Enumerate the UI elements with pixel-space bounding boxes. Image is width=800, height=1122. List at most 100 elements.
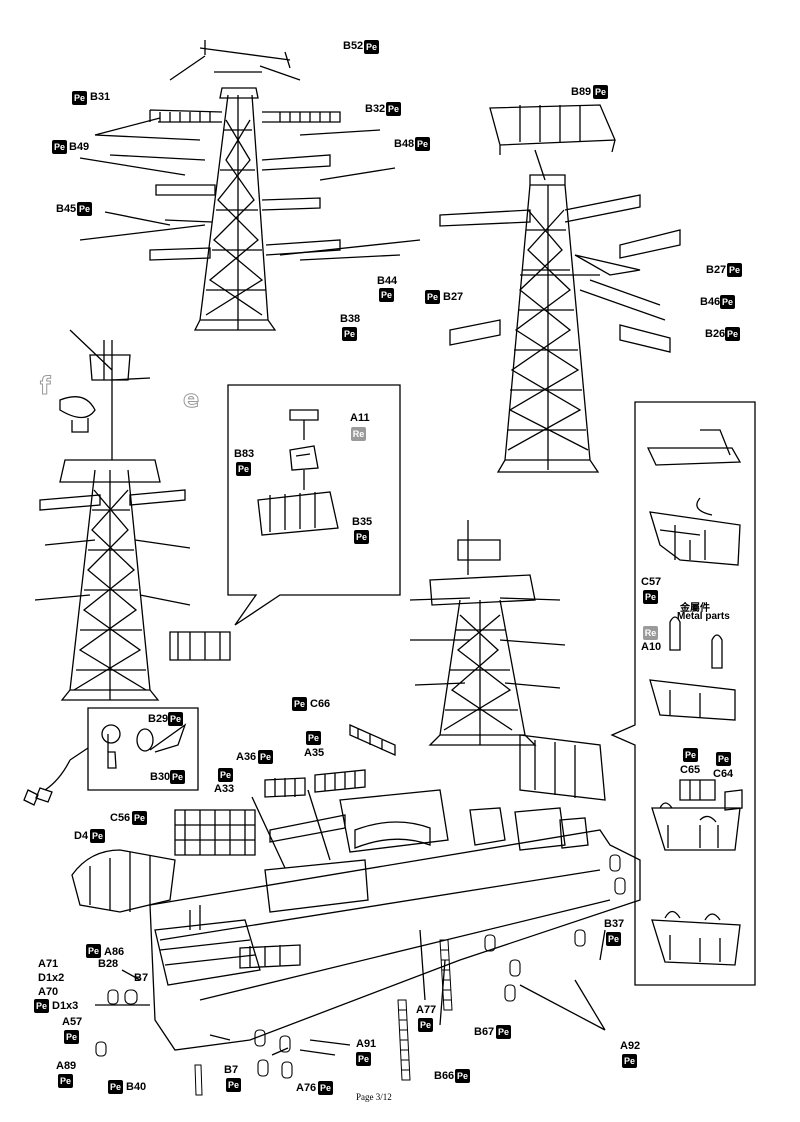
badge-pe: Pe <box>64 1030 79 1044</box>
badge-pe: Pe <box>318 1081 333 1095</box>
callout-bubble-1-drawing <box>227 384 401 626</box>
inset-b29-drawing <box>23 707 199 806</box>
label-C66: C66 <box>310 698 331 710</box>
label-A70: A70 <box>38 986 59 998</box>
marker-f: f <box>39 372 51 401</box>
label-A57: A57 <box>62 1016 83 1028</box>
label-B45: B45 <box>56 203 77 215</box>
label-A89: A89 <box>56 1060 77 1072</box>
badge-pe: Pe <box>258 750 273 764</box>
badge-pe: Pe <box>354 530 369 544</box>
badge-pe: Pe <box>170 770 185 784</box>
badge-re: Re <box>351 427 366 441</box>
badge-pe: Pe <box>58 1074 73 1088</box>
label-A36: A36 <box>236 751 257 763</box>
label-B28: B28 <box>98 958 119 970</box>
badge-pe: Pe <box>716 752 731 766</box>
label-B67: B67 <box>474 1026 495 1038</box>
label-A77: A77 <box>416 1004 437 1016</box>
badge-pe: Pe <box>356 1052 371 1066</box>
ladder-strips <box>194 939 453 1096</box>
label-A35: A35 <box>304 747 325 759</box>
label-B37: B37 <box>604 918 625 930</box>
rings <box>95 854 626 1079</box>
badge-pe: Pe <box>720 295 735 309</box>
badge-pe: Pe <box>306 731 321 745</box>
label-B30: B30 <box>150 771 171 783</box>
badge-pe: Pe <box>292 697 307 711</box>
badge-pe: Pe <box>86 944 101 958</box>
badge-pe: Pe <box>496 1025 511 1039</box>
badge-pe: Pe <box>90 829 105 843</box>
badge-pe: Pe <box>52 140 67 154</box>
mast-1-drawing <box>79 40 421 331</box>
mast-3-drawing <box>34 329 231 701</box>
badge-pe: Pe <box>622 1054 637 1068</box>
badge-pe: Pe <box>77 202 92 216</box>
badge-pe: Pe <box>108 1080 123 1094</box>
badge-pe: Pe <box>606 932 621 946</box>
badge-pe: Pe <box>168 712 183 726</box>
label-B66: B66 <box>434 1070 455 1082</box>
label-A10: A10 <box>641 641 662 653</box>
badge-pe: Pe <box>415 137 430 151</box>
label-C57: C57 <box>641 576 662 588</box>
label-B29: B29 <box>148 713 169 725</box>
badge-pe: Pe <box>236 462 251 476</box>
label-D4: D4 <box>74 830 89 842</box>
label-B26: B26 <box>705 328 726 340</box>
mast-2-drawing <box>439 104 681 473</box>
label-B40: B40 <box>126 1081 147 1093</box>
label-B52: B52 <box>343 40 364 52</box>
badge-pe: Pe <box>218 768 233 782</box>
label-A92: A92 <box>620 1040 641 1052</box>
label-A71: A71 <box>38 958 59 970</box>
label-C65: C65 <box>680 764 701 776</box>
label-D1x3: D1x3 <box>52 1000 79 1012</box>
label-A33: A33 <box>214 783 235 795</box>
label-B7: B7 <box>134 972 149 984</box>
badge-pe: Pe <box>593 85 608 99</box>
badge-pe: Pe <box>342 327 357 341</box>
label-A11: A11 <box>350 412 370 424</box>
badge-pe: Pe <box>455 1069 470 1083</box>
badge-pe: Pe <box>727 263 742 277</box>
label-A76: A76 <box>296 1082 317 1094</box>
badge-pe: Pe <box>226 1078 241 1092</box>
label-C56: C56 <box>110 812 131 824</box>
label-B89: B89 <box>571 86 592 98</box>
badge-pe: Pe <box>386 102 401 116</box>
label-C64: C64 <box>713 768 734 780</box>
page-number: Page 3/12 <box>356 1092 392 1102</box>
badge-pe: Pe <box>643 590 658 604</box>
badge-pe: Pe <box>425 290 440 304</box>
label-B27: B27 <box>706 264 727 276</box>
badge-pe: Pe <box>683 748 698 762</box>
label-B32: B32 <box>365 103 386 115</box>
marker-e: e <box>182 385 200 414</box>
label-B7: B7 <box>224 1064 239 1076</box>
right-panel-drawing <box>610 401 756 986</box>
badge-pe: Pe <box>132 811 147 825</box>
label-D1x2: D1x2 <box>38 972 65 984</box>
label-A86: A86 <box>104 946 125 958</box>
label-B31: B31 <box>90 91 111 103</box>
metal-parts-english: Metal parts <box>677 611 730 622</box>
label-B83: B83 <box>234 448 255 460</box>
label-A91: A91 <box>356 1038 377 1050</box>
badge-re: Re <box>643 626 658 640</box>
label-B49: B49 <box>69 141 90 153</box>
label-B44: B44 <box>377 275 398 287</box>
badge-pe: Pe <box>379 288 394 302</box>
ship-drawing <box>71 520 641 1056</box>
label-B46: B46 <box>700 296 721 308</box>
badge-pe: Pe <box>418 1018 433 1032</box>
badge-pe: Pe <box>34 999 49 1013</box>
metal-parts-chinese: 金屬件 <box>680 603 710 614</box>
label-B35: B35 <box>352 516 373 528</box>
label-B48: B48 <box>394 138 415 150</box>
label-B38: B38 <box>340 313 361 325</box>
badge-pe: Pe <box>72 91 87 105</box>
